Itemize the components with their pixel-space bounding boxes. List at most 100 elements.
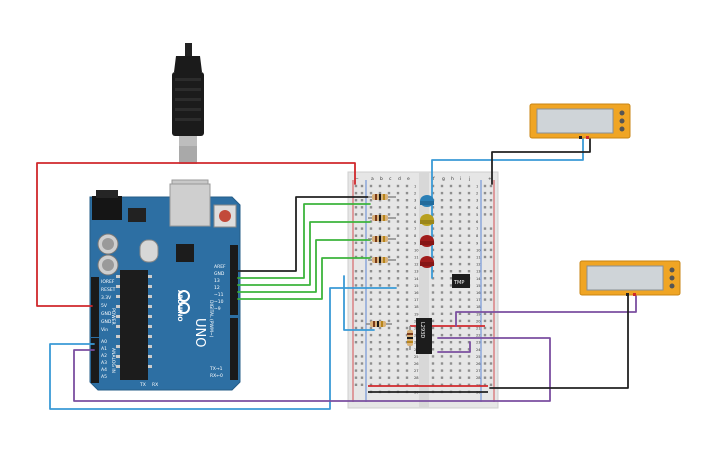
breadboard-hole[interactable] (449, 348, 453, 351)
rail-hole[interactable] (489, 312, 493, 315)
wire-blue-a0[interactable] (49, 287, 397, 410)
breadboard-hole[interactable] (431, 355, 435, 358)
breadboard-hole[interactable] (431, 312, 435, 315)
breadboard-hole[interactable] (396, 305, 400, 308)
breadboard-hole[interactable] (449, 291, 453, 294)
breadboard-hole[interactable] (467, 220, 471, 223)
breadboard-hole[interactable] (396, 241, 400, 244)
breadboard-hole[interactable] (440, 298, 444, 301)
wire-blue-short[interactable] (343, 275, 375, 331)
rail-hole[interactable] (489, 291, 493, 294)
breadboard-hole[interactable] (396, 220, 400, 223)
rail-hole[interactable] (489, 369, 493, 372)
breadboard-hole[interactable] (440, 362, 444, 365)
wire-purple-lcd2[interactable] (455, 295, 637, 327)
breadboard-hole[interactable] (378, 326, 382, 330)
breadboard-hole[interactable] (378, 227, 382, 230)
breadboard-hole[interactable] (369, 255, 373, 259)
breadboard-hole[interactable] (378, 312, 382, 315)
breadboard-hole[interactable] (449, 383, 453, 386)
rail-hole[interactable] (360, 255, 364, 259)
breadboard-hole[interactable] (449, 277, 453, 280)
breadboard-hole[interactable] (467, 362, 471, 365)
wire-green-3[interactable] (237, 239, 371, 293)
breadboard-hole[interactable] (387, 220, 391, 223)
rail-hole[interactable] (489, 355, 493, 358)
breadboard-hole[interactable] (396, 227, 400, 230)
rail-hole[interactable] (489, 298, 493, 301)
power-header[interactable] (91, 277, 99, 337)
rail-hole[interactable] (483, 255, 487, 259)
breadboard-hole[interactable] (387, 277, 391, 280)
breadboard-hole[interactable] (467, 270, 471, 273)
rail-hole[interactable] (360, 362, 364, 365)
breadboard-hole[interactable] (369, 383, 373, 386)
breadboard-hole[interactable] (378, 241, 382, 244)
rail-hole[interactable] (360, 291, 364, 294)
breadboard-hole[interactable] (369, 319, 373, 323)
breadboard-hole[interactable] (467, 234, 471, 237)
breadboard-hole[interactable] (431, 255, 435, 259)
rail-hole[interactable] (354, 355, 358, 358)
breadboard-hole[interactable] (449, 355, 453, 358)
rail-hole[interactable] (489, 270, 493, 273)
breadboard-hole[interactable] (378, 369, 382, 372)
breadboard-hole[interactable] (467, 255, 471, 259)
breadboard-hole[interactable] (458, 255, 462, 259)
breadboard-hole[interactable] (405, 348, 409, 351)
breadboard-hole[interactable] (467, 291, 471, 294)
breadboard-hole[interactable] (387, 270, 391, 273)
rail-hole[interactable] (489, 284, 493, 287)
breadboard-hole[interactable] (405, 383, 409, 386)
breadboard-hole[interactable] (369, 234, 373, 237)
breadboard-hole[interactable] (369, 326, 373, 330)
rail-hole[interactable] (483, 199, 487, 202)
temperature-sensor[interactable]: TMP (452, 274, 470, 288)
rail-hole[interactable] (483, 376, 487, 379)
breadboard-hole[interactable] (431, 270, 435, 273)
breadboard-hole[interactable] (431, 234, 435, 237)
rail-hole[interactable] (483, 355, 487, 358)
breadboard-hole[interactable] (440, 270, 444, 273)
breadboard-hole[interactable] (431, 369, 435, 372)
breadboard-hole[interactable] (458, 319, 462, 323)
breadboard-hole[interactable] (396, 291, 400, 294)
breadboard-hole[interactable] (387, 298, 391, 301)
breadboard-hole[interactable] (378, 277, 382, 280)
breadboard-hole[interactable] (458, 270, 462, 273)
breadboard-hole[interactable] (405, 270, 409, 273)
breadboard-hole[interactable] (405, 369, 409, 372)
breadboard-hole[interactable] (396, 284, 400, 287)
wire-green-2[interactable] (237, 221, 371, 286)
rail-hole[interactable] (354, 376, 358, 379)
breadboard-hole[interactable] (467, 305, 471, 308)
rail-hole[interactable] (354, 362, 358, 365)
breadboard-hole[interactable] (369, 291, 373, 294)
breadboard-hole[interactable] (449, 305, 453, 308)
breadboard-hole[interactable] (458, 355, 462, 358)
rail-hole[interactable] (483, 241, 487, 244)
rail-hole[interactable] (483, 234, 487, 237)
breadboard-hole[interactable] (369, 333, 373, 337)
rail-hole[interactable] (360, 241, 364, 244)
reset-button-icon[interactable] (213, 204, 237, 228)
rail-hole[interactable] (489, 184, 493, 188)
breadboard-hole[interactable] (467, 383, 471, 386)
breadboard-hole[interactable] (378, 348, 382, 351)
breadboard-hole[interactable] (449, 369, 453, 372)
breadboard-hole[interactable] (405, 206, 409, 209)
lcd-display-1[interactable] (529, 103, 631, 139)
breadboard-hole[interactable] (396, 376, 400, 379)
rail-hole[interactable] (354, 241, 358, 244)
breadboard-hole[interactable] (396, 333, 400, 337)
wires[interactable] (36, 138, 637, 410)
breadboard-hole[interactable] (396, 383, 400, 386)
breadboard-hole[interactable] (440, 255, 444, 259)
breadboard-hole[interactable] (405, 241, 409, 244)
rail-hole[interactable] (489, 241, 493, 244)
breadboard-hole[interactable] (440, 191, 444, 195)
breadboard-hole[interactable] (396, 255, 400, 259)
breadboard-hole[interactable] (387, 362, 391, 365)
breadboard-hole[interactable] (440, 319, 444, 323)
